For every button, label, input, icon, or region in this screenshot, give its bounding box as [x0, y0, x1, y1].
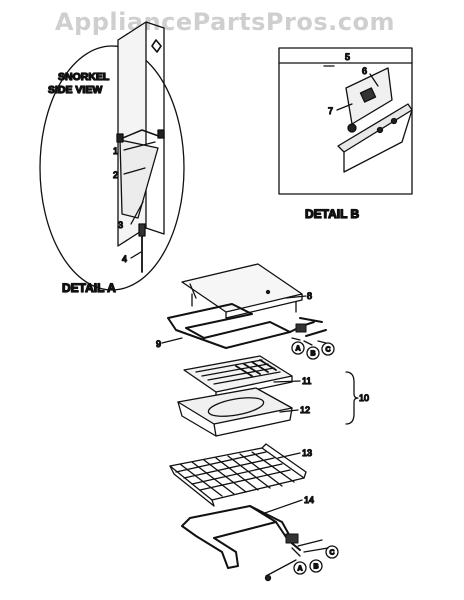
detail-b-caption: DETAIL B [305, 207, 360, 221]
callout-2: 2 [113, 170, 118, 180]
leader-8 [285, 295, 307, 299]
leader-3 [130, 201, 144, 225]
leader-11 [273, 380, 301, 383]
badge-b-upper: B [311, 351, 316, 358]
detail-a-ellipse [39, 45, 185, 291]
terminal-badges-upper [291, 337, 335, 360]
detail-a-caption: DETAIL A [62, 281, 116, 295]
leader-12 [279, 409, 299, 413]
badge-c-lower: C [330, 550, 335, 557]
leader-13 [277, 452, 301, 459]
snorkel-bracket [117, 129, 165, 141]
leader-7 [336, 103, 353, 111]
callout-9: 9 [156, 339, 161, 349]
bake-element [181, 499, 303, 569]
badge-c-upper: C [326, 347, 331, 354]
leader-4 [130, 251, 142, 259]
badge-b-lower: B [314, 564, 319, 571]
snorkel-rod-cap [138, 223, 146, 237]
leader-1 [123, 141, 156, 151]
snorkel-clip-left [116, 133, 124, 143]
snorkel-caption-line2: SIDE VIEW [48, 84, 102, 96]
callout-3: 3 [118, 220, 123, 230]
snorkel-caption-line1: SNORKEL [58, 71, 110, 83]
broiler-pan [177, 387, 299, 437]
snorkel-clip-right [157, 129, 165, 139]
callout-6: 6 [362, 66, 367, 76]
detail-b-hole-2 [390, 117, 398, 125]
callout-8: 8 [307, 291, 312, 301]
heating-element-upper [161, 303, 327, 349]
snorkel-side [145, 21, 165, 235]
detail-b-frame [278, 47, 413, 195]
badge-a-upper: A [296, 346, 301, 353]
oven-rack [169, 443, 307, 507]
badge-a-lower: A [298, 566, 303, 573]
detail-b-screw [347, 123, 357, 133]
leader-14 [261, 499, 303, 515]
callout-10: 10 [359, 393, 369, 403]
leader-6 [369, 73, 379, 87]
callout-1: 1 [113, 146, 118, 156]
callout-7: 7 [328, 106, 333, 116]
snorkel-plate [119, 139, 159, 219]
detail-b-hole-1 [376, 126, 384, 134]
snorkel-top-clip [151, 39, 162, 53]
leader-9 [161, 337, 183, 344]
terminal-badges-lower [264, 539, 339, 582]
group-bracket-10 [345, 371, 359, 425]
detail-b-group [278, 47, 413, 195]
detail-b-panel [343, 109, 413, 173]
top-cover [181, 263, 307, 319]
callout-11: 11 [302, 376, 311, 386]
callout-5: 5 [345, 52, 350, 62]
callout-12: 12 [300, 405, 310, 415]
watermark-text: AppliancePartsPros.com [55, 8, 395, 36]
detail-b-clip [359, 87, 377, 103]
callout-14: 14 [304, 495, 314, 505]
leader-2 [123, 167, 146, 175]
callout-4: 4 [122, 254, 127, 264]
detail-a-group [39, 21, 185, 291]
callout-13: 13 [302, 448, 312, 458]
